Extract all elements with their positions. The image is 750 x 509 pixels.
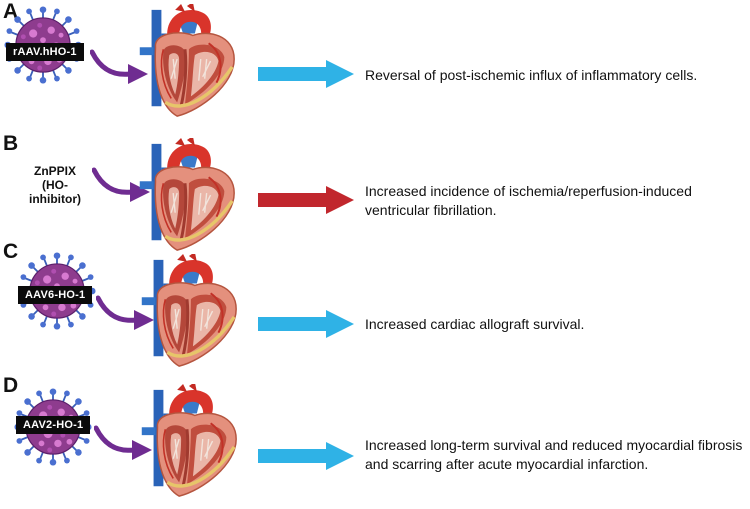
agent-label: rAAV.hHO-1 — [6, 43, 84, 61]
agent-label: AAV6-HO-1 — [18, 286, 93, 304]
panel-letter: C — [3, 240, 19, 263]
panel-letter: B — [3, 132, 19, 155]
agent-label: AAV2-HO-1 — [16, 416, 91, 434]
outcome-text: Increased long-term survival and reduced… — [365, 437, 743, 472]
protective-arrow — [258, 60, 354, 88]
heart-icon — [128, 254, 246, 372]
heart-icon — [128, 384, 246, 502]
outcome-text: Increased incidence of ischemia/reperfus… — [365, 183, 692, 218]
heart-icon — [126, 4, 244, 122]
panel-d: D AAV2-HO-1 Increased long-term survival… — [0, 374, 750, 501]
inhibitor-label: ZnPPIX (HO-inhibitor) — [29, 164, 81, 206]
outcome-text: Reversal of post-ischemic influx of infl… — [365, 67, 698, 83]
panel-c: C AAV6-HO-1 Increased cardiac allograft … — [0, 240, 750, 367]
panel-letter: A — [3, 0, 19, 23]
panel-a: A rAAV.hHO-1 Reversal of post-ischemic i… — [0, 0, 750, 127]
harmful-arrow — [258, 186, 354, 214]
panel-letter: D — [3, 374, 19, 397]
heart-icon — [126, 138, 244, 256]
protective-arrow — [258, 310, 354, 338]
protective-arrow — [258, 442, 354, 470]
panel-b: B ZnPPIX (HO-inhibitor) Increased incide… — [0, 132, 750, 259]
outcome-text: Increased cardiac allograft survival. — [365, 316, 585, 332]
